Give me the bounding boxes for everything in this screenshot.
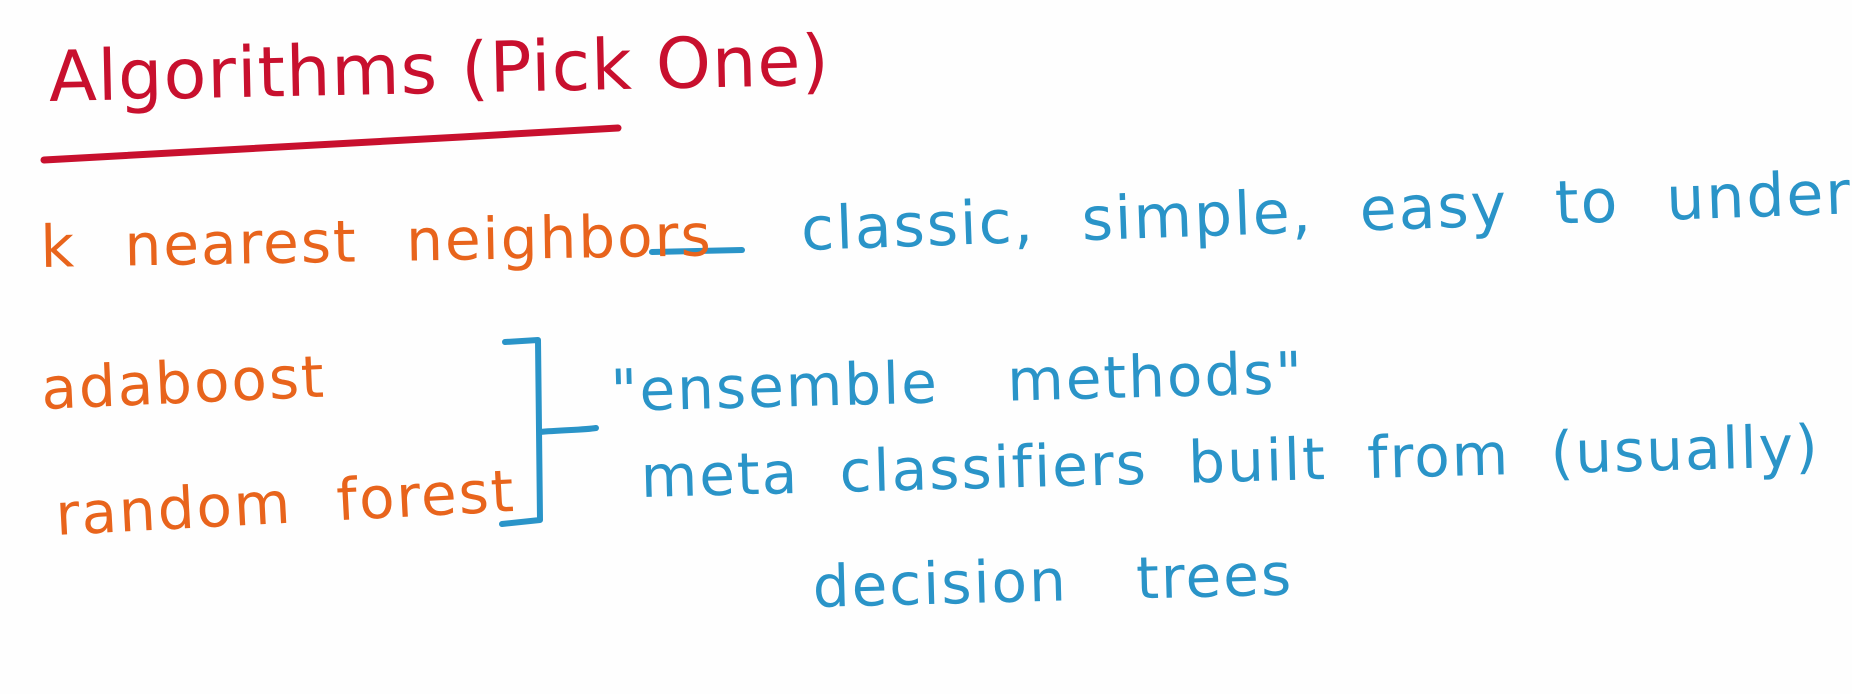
- page-title: Algorithms (Pick One): [47, 19, 831, 118]
- algorithm-adaboost: adaboost: [39, 342, 328, 423]
- knn-dash: [649, 247, 745, 255]
- ensemble-label: "ensemble methods": [609, 338, 1305, 425]
- title-underline: [40, 124, 622, 164]
- algorithm-knn: k nearest neighbors: [39, 201, 714, 281]
- bracket-arrow: [537, 425, 599, 435]
- ensemble-explanation-line2: decision trees: [811, 540, 1294, 621]
